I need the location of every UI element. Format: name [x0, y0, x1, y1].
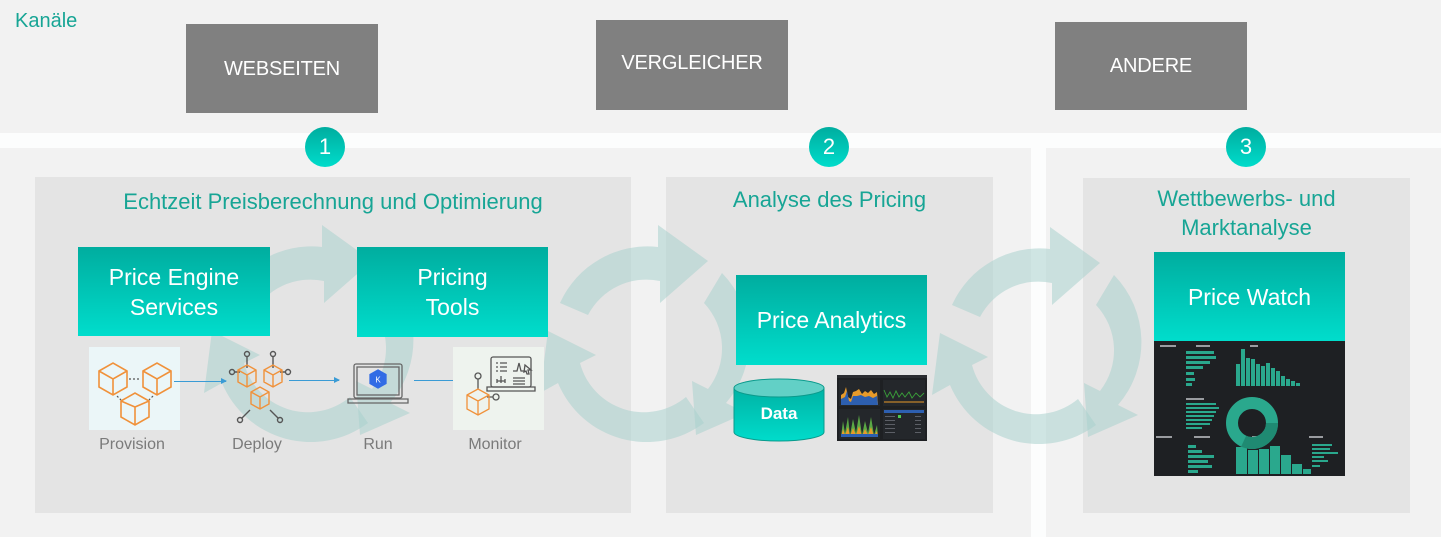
step-label-run: Run [363, 436, 393, 453]
price-analytics-box: Price Analytics [736, 275, 927, 365]
connector-arrow [289, 377, 340, 383]
step-label-deploy: Deploy [232, 436, 282, 453]
box-label-line2: Tools [425, 294, 480, 320]
cubes-cluster-icon [89, 347, 180, 430]
database-label: Data [760, 404, 798, 423]
connected-nodes-icon [228, 348, 294, 428]
box-label-line1: Pricing [417, 264, 488, 290]
channel-comparators: VERGLEICHER [596, 20, 788, 110]
laptop-kubernetes-icon: K [345, 360, 410, 408]
channel-others: ANDERE [1055, 22, 1247, 110]
box-label-line1: Price Engine [108, 263, 240, 290]
step-label-monitor: Monitor [468, 436, 522, 453]
section-1-title: Echtzeit Preisberechnung und Optimierung [123, 189, 543, 214]
section-3-title-line2: Marktanalyse [1181, 215, 1312, 240]
channels-heading: Kanäle [15, 10, 78, 32]
pricing-tools-box: Pricing Tools [357, 247, 548, 337]
price-watch-dashboard-thumbnail [1154, 341, 1345, 476]
section-2-title: Analyse des Pricing [732, 187, 927, 212]
svg-text:K: K [375, 376, 381, 385]
step-badge-3: 3 [1226, 127, 1266, 167]
price-watch-box: Price Watch [1154, 252, 1345, 341]
price-engine-services-box: Price Engine Services [78, 247, 270, 336]
database-icon: Data [733, 378, 825, 442]
section-3-title-line1: Wettbewerbs- und [1157, 186, 1336, 211]
box-label-line2: Services [129, 293, 219, 320]
monitor-dashboard-icon [453, 347, 544, 430]
section-3-title: Wettbewerbs- und Marktanalyse [1083, 184, 1410, 242]
divider-horizontal [0, 133, 1441, 148]
panel-realtime-pricing [35, 177, 631, 513]
step-label-provision: Provision [99, 436, 165, 453]
divider-vertical [1031, 148, 1046, 537]
analytics-dashboard-thumbnail [837, 375, 927, 441]
connector-arrow [174, 378, 227, 384]
step-badge-1: 1 [305, 127, 345, 167]
channel-websites: WEBSEITEN [186, 24, 378, 113]
step-badge-2: 2 [809, 127, 849, 167]
